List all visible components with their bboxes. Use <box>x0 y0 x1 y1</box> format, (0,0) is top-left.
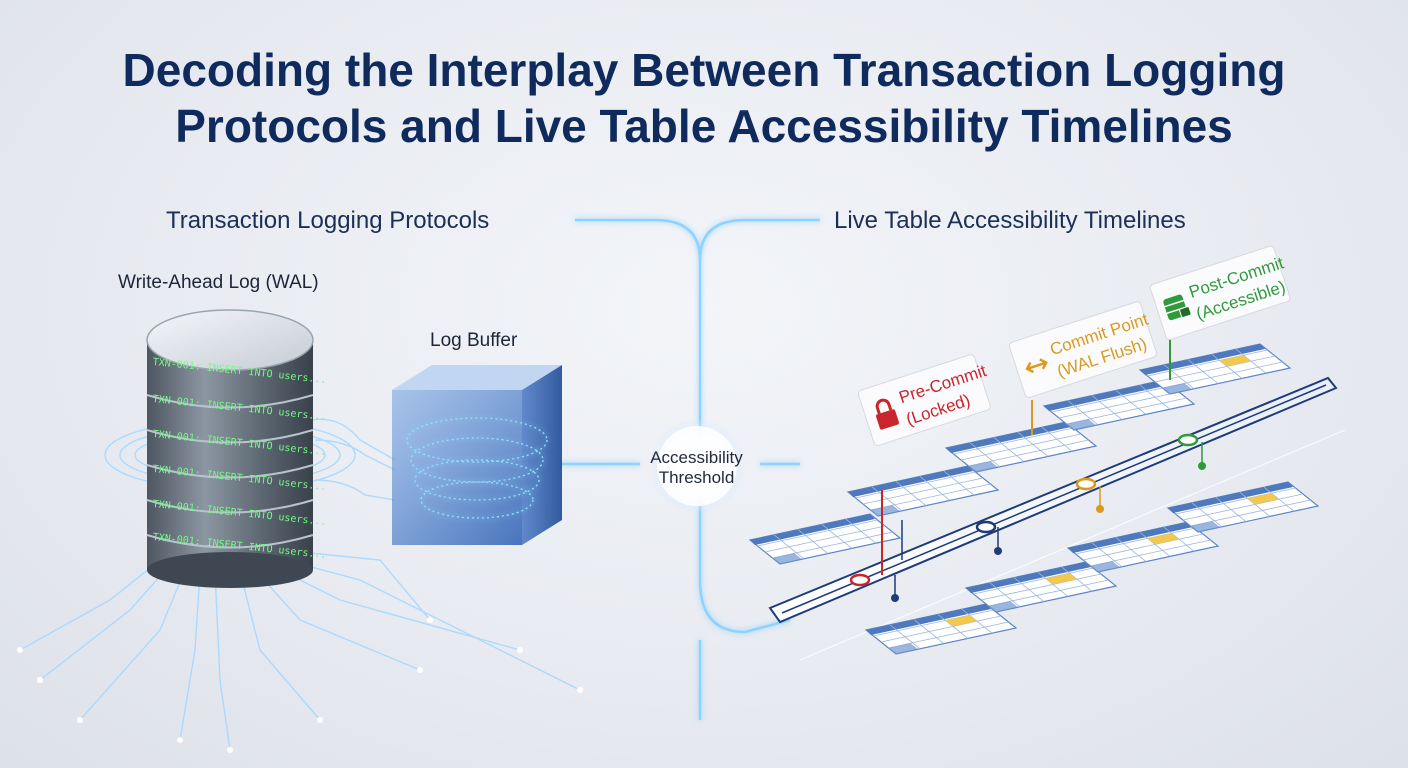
wal-database-icon <box>146 309 314 588</box>
central-connector <box>560 218 820 720</box>
tag-commit-point: Commit Point (WAL Flush) <box>1008 301 1157 398</box>
page-title: Decoding the Interplay Between Transacti… <box>0 42 1408 154</box>
database-check-icon <box>1163 294 1192 321</box>
table-card-icon <box>964 561 1118 613</box>
marker-commit-point <box>1031 400 1104 513</box>
threshold-label-line2: Threshold <box>658 468 735 487</box>
page-title-line2: Protocols and Live Table Accessibility T… <box>175 100 1233 152</box>
table-card-icon <box>1138 343 1292 395</box>
wal-label: Write-Ahead Log (WAL) <box>118 272 319 293</box>
log-buffer-label: Log Buffer <box>430 330 518 351</box>
table-card-icon <box>864 603 1018 655</box>
page-title-line1: Decoding the Interplay Between Transacti… <box>122 44 1286 96</box>
right-section-heading: Live Table Accessibility Timelines <box>834 207 1186 234</box>
lock-icon <box>875 398 899 430</box>
table-card-icon <box>1042 379 1196 431</box>
marker-commit-mid <box>975 520 1002 555</box>
log-buffer-cube-icon <box>392 365 562 545</box>
table-card-icon <box>944 421 1098 473</box>
threshold-label: Accessibility Threshold <box>629 448 764 488</box>
table-card-icon <box>1066 521 1220 573</box>
table-grid-cards <box>748 343 1320 655</box>
table-card-icon <box>846 465 1000 517</box>
table-card-icon <box>748 513 902 565</box>
marker-pre-commit <box>849 490 903 602</box>
table-card-icon <box>1166 481 1320 533</box>
circuit-traces <box>19 418 581 751</box>
tag-post-commit: Post-Commit (Accessible) <box>1149 245 1291 340</box>
circuit-nodes <box>17 617 583 753</box>
left-section-heading: Transaction Logging Protocols <box>166 207 490 234</box>
tag-pre-commit: Pre-Commit (Locked) <box>857 354 991 446</box>
threshold-label-line1: Accessibility <box>650 448 743 467</box>
double-arrow-icon <box>1025 358 1048 374</box>
